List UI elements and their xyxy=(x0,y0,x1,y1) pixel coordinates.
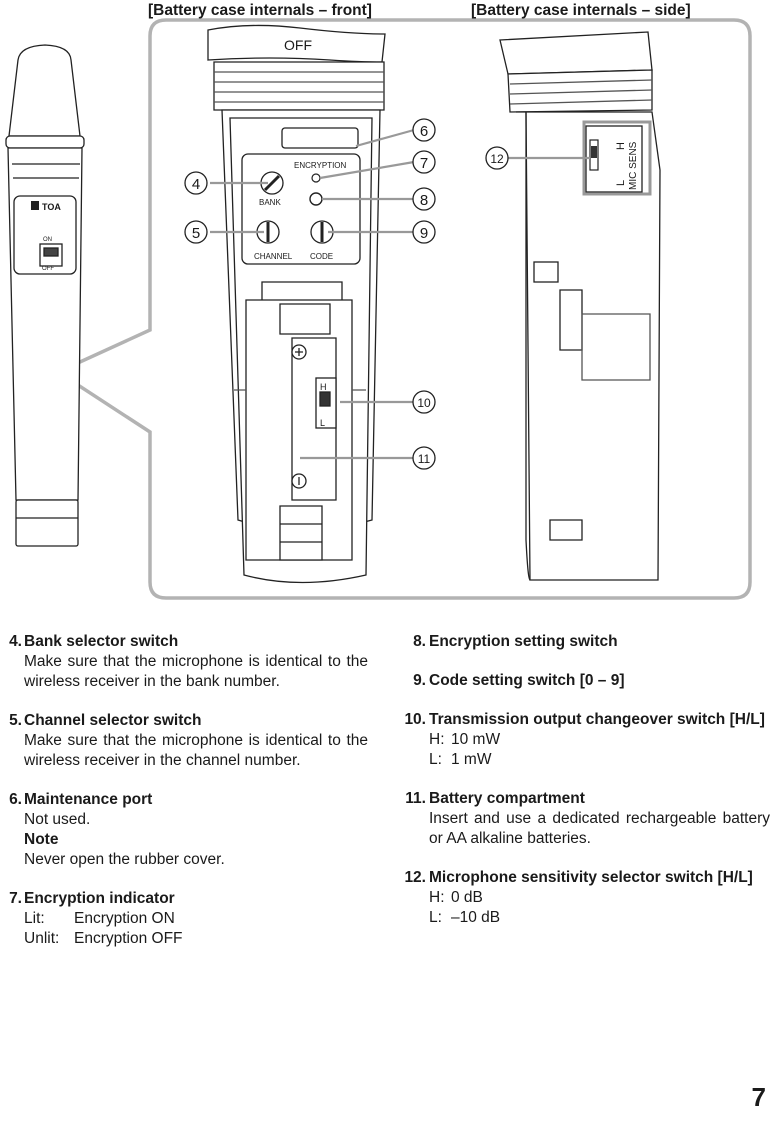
svg-text:12: 12 xyxy=(490,152,504,166)
setting-value: –10 dB xyxy=(451,909,501,926)
mic-sens-label: MIC SENS xyxy=(628,141,639,190)
page-number: 7 xyxy=(751,1082,766,1112)
bank-rotary-dial xyxy=(260,171,284,195)
encryption-indicator-led xyxy=(311,173,321,183)
battery-case-side xyxy=(499,31,661,581)
item-output-changeover: 10. Transmission output changeover switc… xyxy=(395,710,770,770)
mic-sens-h-label: H xyxy=(615,142,627,150)
callout-5: 5 xyxy=(184,220,208,244)
svg-text:11: 11 xyxy=(418,452,431,466)
state-row: Lit: Encryption ON xyxy=(24,909,368,929)
bank-label: BANK xyxy=(259,198,281,207)
item-channel-selector: 5. Channel selector switch Make sure tha… xyxy=(0,711,368,771)
callout-8: 8 xyxy=(412,187,436,211)
item-number: 10. xyxy=(404,711,426,728)
leader-lines xyxy=(210,128,590,460)
state-key: Unlit: xyxy=(24,930,60,947)
description-column-left: 4. Bank selector switch Make sure that t… xyxy=(0,632,368,968)
item-number: 4. xyxy=(9,633,22,650)
setting-key: L: xyxy=(429,751,442,768)
item-title: Code setting switch [0 – 9] xyxy=(429,672,625,689)
svg-text:10: 10 xyxy=(417,396,431,410)
channel-label: CHANNEL xyxy=(254,252,293,261)
encryption-label: ENCRYPTION xyxy=(294,161,347,170)
mic-switch-on-label: ON xyxy=(43,237,52,243)
item-maintenance-port: 6. Maintenance port Not used. Note Never… xyxy=(0,790,368,870)
code-label: CODE xyxy=(310,252,333,261)
item-number: 7. xyxy=(9,890,22,907)
callout-9: 9 xyxy=(412,220,436,244)
mic-brand-label: TOA xyxy=(42,202,61,212)
item-encryption-setting: 8. Encryption setting switch xyxy=(395,632,770,652)
state-key: Lit: xyxy=(24,910,45,927)
item-number: 11. xyxy=(405,790,426,807)
setting-key: L: xyxy=(429,909,442,926)
item-number: 12. xyxy=(404,869,426,886)
setting-row: L: –10 dB xyxy=(429,908,770,928)
item-title: Channel selector switch xyxy=(24,712,202,729)
item-mic-sensitivity: 12. Microphone sensitivity selector swit… xyxy=(395,868,770,928)
svg-text:5: 5 xyxy=(192,225,200,242)
setting-value: 10 mW xyxy=(451,731,501,748)
svg-text:7: 7 xyxy=(420,155,428,172)
front-off-label: OFF xyxy=(284,37,312,53)
setting-key: H: xyxy=(429,731,445,748)
callout-11: 11 xyxy=(412,446,436,470)
encryption-setting-switch xyxy=(309,192,323,206)
callout-12: 12 xyxy=(485,146,509,170)
item-title: Bank selector switch xyxy=(24,633,179,650)
callout-6: 6 xyxy=(412,118,436,142)
state-value: Encryption ON xyxy=(74,910,175,927)
mic-switch-off-label: OFF xyxy=(42,266,54,272)
output-switch-l-label: L xyxy=(320,418,325,428)
item-number: 9. xyxy=(413,672,426,689)
setting-value: 1 mW xyxy=(451,751,492,768)
callout-4: 4 xyxy=(184,171,208,195)
item-encryption-indicator: 7. Encryption indicator Lit: Encryption … xyxy=(0,889,368,949)
item-number: 6. xyxy=(9,791,22,808)
svg-text:4: 4 xyxy=(192,176,200,193)
battery-plus-mark xyxy=(295,348,303,356)
item-title: Encryption indicator xyxy=(24,890,175,907)
note-text: Never open the rubber cover. xyxy=(24,851,225,868)
state-row: Unlit: Encryption OFF xyxy=(24,929,368,949)
battery-case-figure: [Battery case internals – front] [Batter… xyxy=(5,2,752,600)
mic-sens-switch-slider xyxy=(591,146,597,158)
item-code-setting: 9. Code setting switch [0 – 9] xyxy=(395,671,770,691)
setting-value: 0 dB xyxy=(451,889,483,906)
item-bank-selector: 4. Bank selector switch Make sure that t… xyxy=(0,632,368,692)
item-number: 8. xyxy=(413,633,426,650)
callout-10: 10 xyxy=(412,390,436,414)
item-title: Transmission output changeover switch [H… xyxy=(429,711,765,728)
item-body: Insert and use a dedicated rechargeable … xyxy=(429,810,770,847)
description-column-right: 8. Encryption setting switch 9. Code set… xyxy=(395,632,770,947)
setting-row: H: 10 mW xyxy=(429,730,770,750)
setting-row: L: 1 mW xyxy=(429,750,770,770)
svg-text:6: 6 xyxy=(420,123,428,140)
item-body: Make sure that the microphone is identic… xyxy=(24,653,368,690)
item-body: Not used. xyxy=(24,811,91,828)
item-title: Battery compartment xyxy=(429,790,585,807)
state-value: Encryption OFF xyxy=(74,930,183,947)
setting-row: H: 0 dB xyxy=(429,888,770,908)
setting-key: H: xyxy=(429,889,445,906)
mic-sens-l-label: L xyxy=(615,180,627,186)
svg-text:9: 9 xyxy=(420,225,428,242)
item-number: 5. xyxy=(9,712,22,729)
front-view-title: [Battery case internals – front] xyxy=(148,2,372,19)
item-title: Maintenance port xyxy=(24,791,153,808)
side-view-title: [Battery case internals – side] xyxy=(471,2,691,19)
item-battery-compartment: 11. Battery compartment Insert and use a… xyxy=(395,789,770,849)
code-rotary-dial xyxy=(310,220,334,244)
toa-logo-icon xyxy=(31,201,39,210)
callout-7: 7 xyxy=(412,150,436,174)
item-title: Encryption setting switch xyxy=(429,633,618,650)
item-body: Make sure that the microphone is identic… xyxy=(24,732,368,769)
note-label: Note xyxy=(24,831,59,848)
output-switch-h-label: H xyxy=(320,382,327,392)
svg-text:8: 8 xyxy=(420,192,428,209)
microphone-illustration xyxy=(5,44,85,547)
item-title: Microphone sensitivity selector switch [… xyxy=(429,869,753,886)
